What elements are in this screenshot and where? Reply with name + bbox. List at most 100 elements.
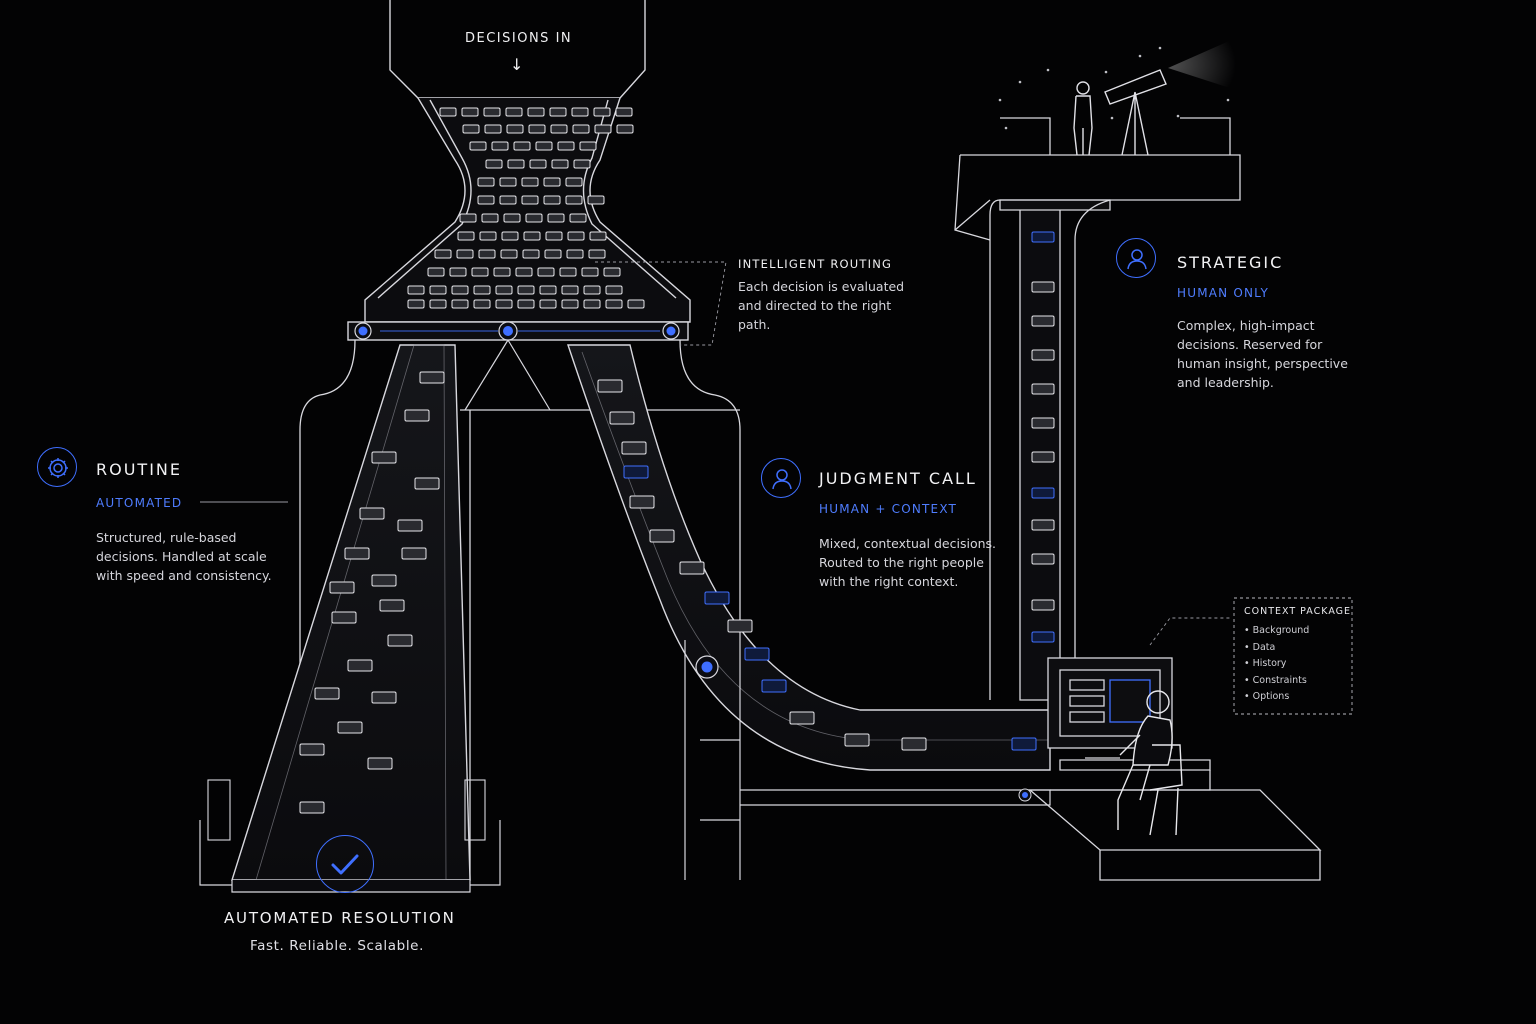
stars — [998, 46, 1230, 130]
judgment-conveyor — [567, 344, 1051, 880]
strategic-block — [1031, 231, 1055, 243]
hopper-block — [583, 299, 601, 309]
hopper-block — [615, 107, 633, 117]
hopper-block — [594, 124, 612, 134]
hopper-block — [543, 195, 561, 205]
star — [1226, 98, 1230, 102]
judgment-block — [727, 619, 753, 633]
strategic-block — [1031, 487, 1055, 499]
resolution-subtitle: Fast. Reliable. Scalable. — [250, 938, 424, 954]
hopper-block — [573, 159, 591, 169]
hopper-block — [473, 285, 491, 295]
hopper-block — [477, 177, 495, 187]
strategic-title: STRATEGIC — [1177, 253, 1284, 272]
hopper-block — [561, 299, 579, 309]
judgment-icon-badge — [761, 458, 801, 498]
judgment-block — [679, 561, 705, 575]
hopper-block — [505, 107, 523, 117]
routine-block — [371, 451, 397, 464]
operator-figure — [1117, 690, 1183, 836]
hopper-block — [605, 285, 623, 295]
routine-description: Structured, rule-based decisions. Handle… — [96, 530, 272, 583]
telescope-icon — [1104, 38, 1236, 156]
routing-title: INTELLIGENT ROUTING — [738, 257, 893, 271]
routine-block — [367, 757, 393, 770]
routine-block — [299, 801, 325, 814]
hopper-block — [539, 299, 557, 309]
star — [998, 98, 1002, 102]
hopper-block — [495, 285, 513, 295]
checkmark-icon — [331, 854, 359, 875]
resolution-icon-badge — [316, 835, 374, 893]
hopper-block — [451, 285, 469, 295]
hopper-block — [462, 124, 480, 134]
hopper-block — [484, 124, 502, 134]
intake-arrow: ↓ — [510, 55, 524, 74]
judgment-block — [761, 679, 787, 693]
judgment-block — [621, 441, 647, 455]
hopper-block — [567, 231, 585, 241]
strategic-tower — [954, 117, 1241, 701]
hopper-block — [513, 141, 531, 151]
hopper-block — [407, 299, 425, 309]
judgment-block — [623, 465, 649, 479]
hopper-block — [478, 249, 496, 259]
hopper-block — [537, 267, 555, 277]
hopper-block — [495, 299, 513, 309]
strategic-block — [1031, 519, 1055, 531]
hopper-block — [457, 231, 475, 241]
hopper-block — [499, 177, 517, 187]
hopper-block — [569, 213, 587, 223]
hopper-block — [545, 231, 563, 241]
hopper-block — [461, 107, 479, 117]
judgment-block — [901, 737, 927, 751]
context-package-box — [1233, 597, 1353, 715]
hopper-block — [571, 107, 589, 117]
strategic-block — [1031, 349, 1055, 361]
context-package-title: CONTEXT PACKAGE — [1244, 606, 1352, 617]
star — [1018, 80, 1022, 84]
hopper-block — [565, 195, 583, 205]
hopper-block — [500, 249, 518, 259]
hopper-block — [507, 159, 525, 169]
hopper-block — [481, 213, 499, 223]
hopper-block — [523, 231, 541, 241]
judgment-block — [649, 529, 675, 543]
star — [1158, 46, 1162, 50]
hopper-block — [449, 267, 467, 277]
strategic-block — [1031, 553, 1055, 565]
hopper-block — [559, 267, 577, 277]
hopper-block — [517, 299, 535, 309]
hopper-block — [456, 249, 474, 259]
hopper-block — [429, 285, 447, 295]
star — [1046, 68, 1050, 72]
hopper-block — [583, 285, 601, 295]
person-icon — [1127, 249, 1147, 270]
routine-block — [387, 634, 413, 647]
hopper-block — [493, 267, 511, 277]
hopper-block — [543, 177, 561, 187]
judgment-description: Mixed, contextual decisions. Routed to t… — [819, 536, 996, 589]
routing-description: Each decision is evaluated and directed … — [738, 279, 905, 332]
hopper-block — [561, 285, 579, 295]
star — [1138, 54, 1142, 58]
hopper-block — [515, 267, 533, 277]
hopper-block — [616, 124, 634, 134]
routine-block — [401, 547, 427, 560]
routine-block — [329, 581, 355, 594]
hopper-block — [588, 249, 606, 259]
routine-block — [371, 691, 397, 704]
judgment-block — [1011, 737, 1037, 751]
star — [1176, 114, 1180, 118]
judgment-title: JUDGMENT CALL — [819, 469, 977, 488]
judgment-block — [609, 411, 635, 425]
hopper-block — [427, 267, 445, 277]
judgment-block — [629, 495, 655, 509]
hopper-block — [506, 124, 524, 134]
strategic-decision-blocks — [1031, 231, 1055, 643]
strategic-block — [1031, 383, 1055, 395]
routine-block — [414, 477, 440, 490]
context-item: Options — [1244, 689, 1309, 706]
hopper-block — [528, 124, 546, 134]
hopper-decision-blocks — [407, 107, 645, 309]
